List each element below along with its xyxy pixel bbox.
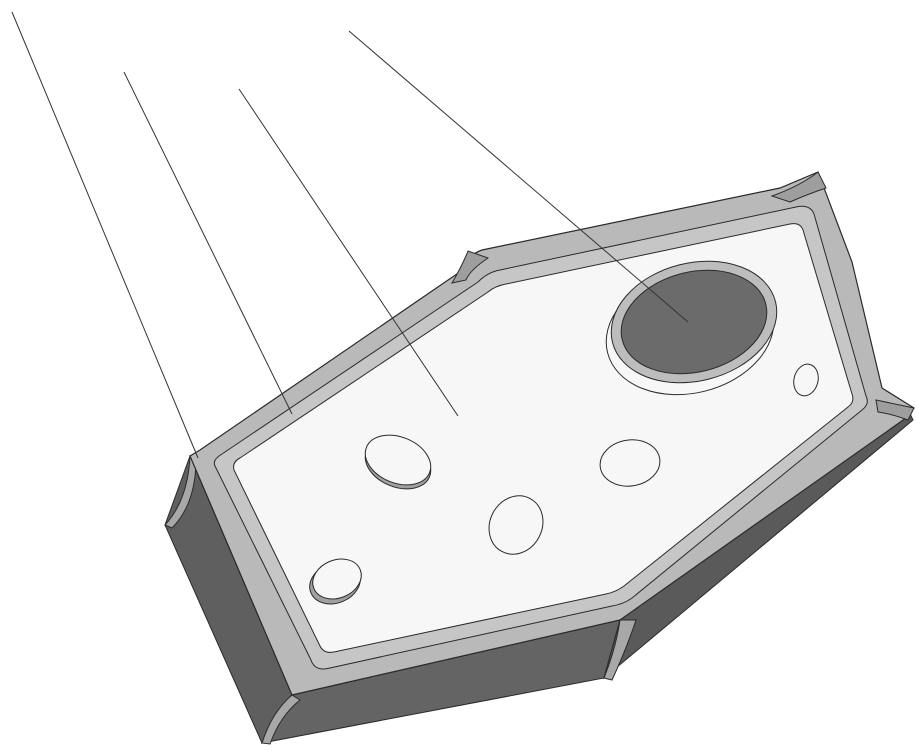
cell-wall-flange-top-right: [770, 171, 827, 203]
organelle: [312, 558, 362, 600]
cell-wall-corner-bottom: [603, 619, 637, 681]
organelle-group: [309, 363, 819, 605]
cell-wall-flange-right: [875, 399, 915, 421]
organelle: [488, 495, 544, 555]
leader-line-nucleus: [348, 30, 689, 323]
organelle: [599, 439, 661, 487]
leader-line-cell-wall: [11, 11, 199, 459]
cell-wall-corner-bottom-left: [261, 694, 301, 745]
leader-lines: [11, 11, 689, 459]
leader-line-cytoplasm: [238, 88, 459, 417]
leader-line-cell-membrane: [123, 71, 293, 415]
organelle: [364, 434, 432, 486]
cell-wall-flange-top: [450, 250, 490, 284]
organelle: [793, 363, 819, 397]
